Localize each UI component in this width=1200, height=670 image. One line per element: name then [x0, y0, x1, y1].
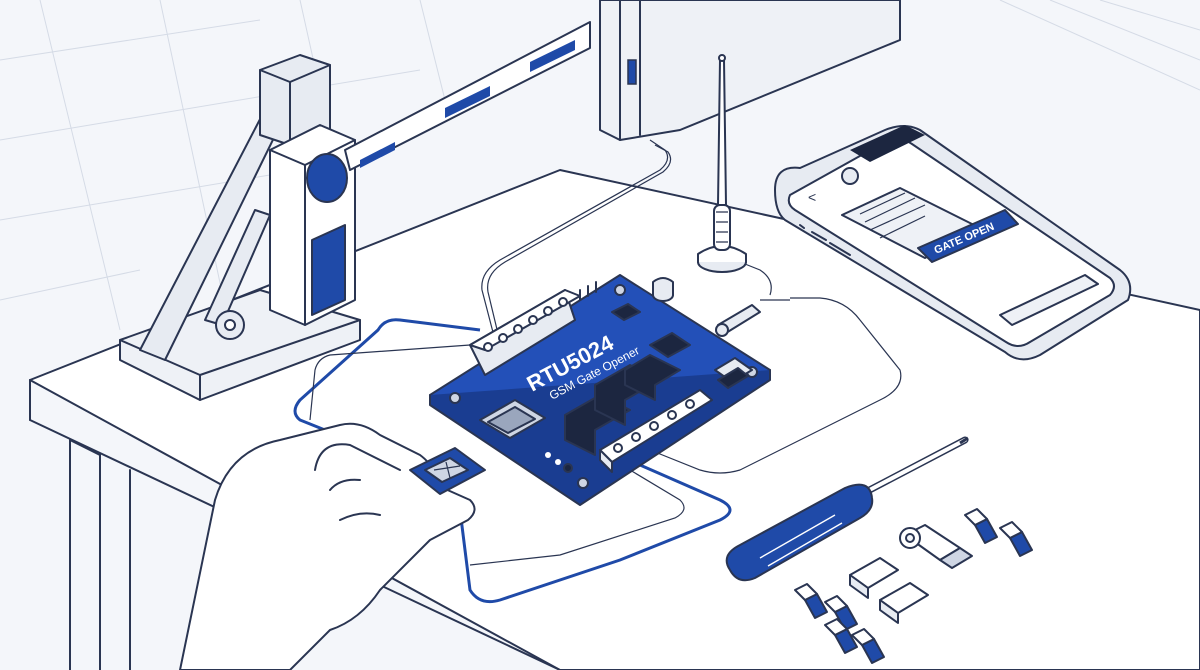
wiring — [293, 139, 902, 604]
phone-icon: < GATE OPEN — [774, 125, 1132, 361]
rtu5024-board: RTU5024 GSM Gate Opener — [429, 274, 771, 506]
wire-ferrules — [794, 508, 1033, 664]
antenna-icon — [697, 54, 747, 273]
terminal-block-icon — [469, 289, 581, 376]
wall-block — [599, 0, 901, 141]
hand-holding-sim — [179, 422, 486, 670]
relay-icon — [564, 354, 681, 456]
sim-card-icon — [409, 447, 486, 495]
screwdriver-icon — [725, 436, 969, 582]
barrier-gate-icon — [119, 21, 591, 401]
wago-connectors — [849, 557, 929, 624]
ring-terminals — [899, 524, 973, 569]
phone-back-button[interactable]: < — [808, 189, 816, 205]
